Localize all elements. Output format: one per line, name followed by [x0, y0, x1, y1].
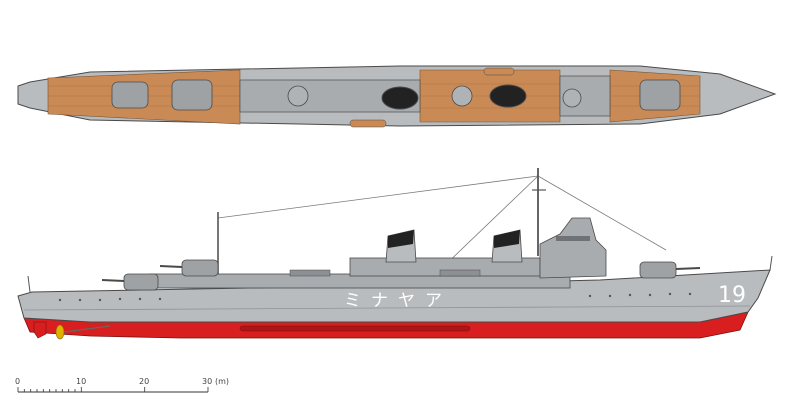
profile-bridge [539, 217, 607, 279]
plan-director [562, 88, 582, 108]
scale-tick-30: 30 [202, 377, 212, 386]
plan-boat-1 [349, 119, 387, 128]
plan-torpedo-mount-2 [451, 85, 473, 107]
plan-view [17, 65, 777, 128]
scale-bar: 0 10 20 30 (m) [15, 377, 229, 393]
profile-torpedo-tubes-2 [439, 269, 481, 277]
hull-number: 19 [718, 283, 746, 308]
profile-view: ミナヤア 19 [17, 168, 773, 340]
rigging [217, 175, 667, 271]
profile-turret-aft-2 [181, 259, 219, 277]
portholes [58, 292, 692, 302]
plan-turret-aft-1 [111, 81, 149, 109]
propeller-icon [55, 324, 65, 340]
hull-name: ミナヤア [344, 291, 452, 311]
plan-turret-aft-2 [171, 79, 213, 111]
scale-tick-10: 10 [76, 377, 86, 386]
scale-unit: (m) [215, 377, 229, 386]
plan-torpedo-mount-1 [287, 85, 309, 107]
plan-funnel-2 [489, 84, 527, 108]
rudder [33, 321, 47, 339]
profile-turret-fore [639, 261, 677, 279]
scale-tick-0: 0 [15, 377, 20, 386]
scale-tick-20: 20 [139, 377, 149, 386]
profile-turret-aft-1 [123, 273, 159, 291]
plan-funnel-1 [381, 86, 419, 110]
profile-torpedo-tubes-1 [289, 269, 331, 277]
plan-turret-fore [639, 79, 681, 111]
plan-boat-2 [483, 67, 515, 76]
